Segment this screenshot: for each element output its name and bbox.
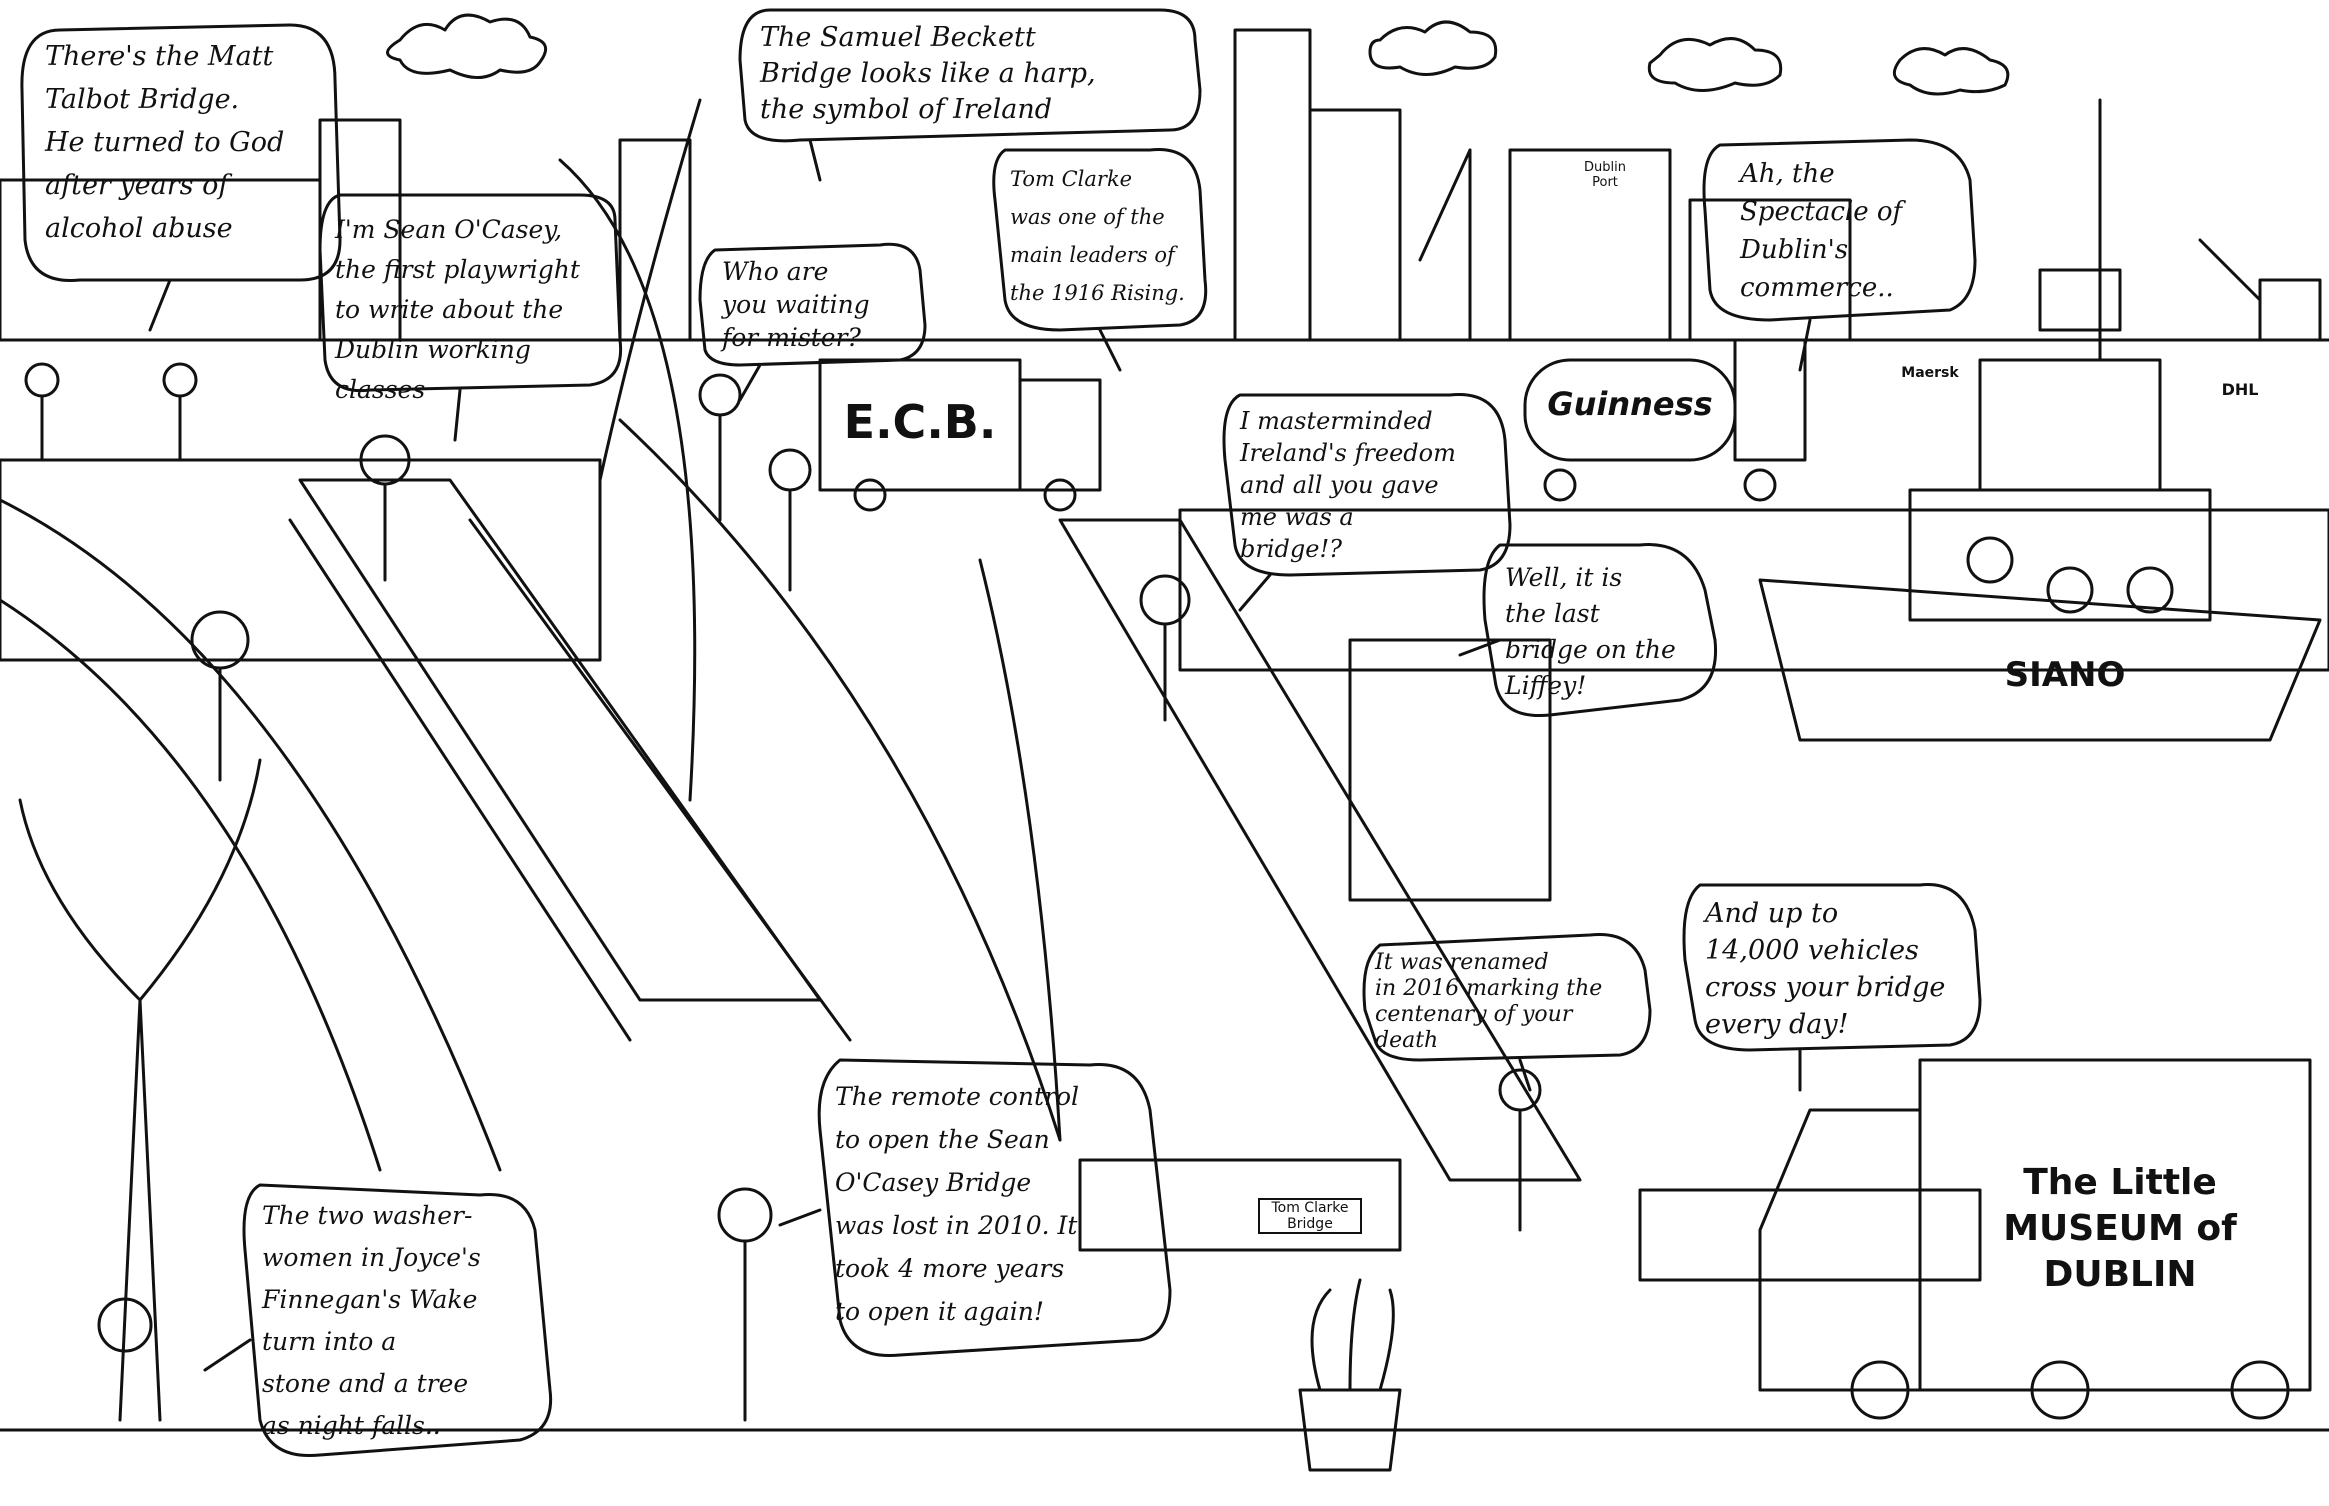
bubble-text-beckett: The Samuel Beckett Bridge looks like a h… bbox=[760, 22, 1096, 125]
bubble-text-ocasey: I'm Sean O'Casey, the first playwright t… bbox=[335, 215, 580, 404]
bubble-text-tom-clarke: Tom Clarke was one of the main leaders o… bbox=[1010, 167, 1185, 305]
ship-siano bbox=[1758, 98, 2322, 742]
truck-label-maersk: Maersk bbox=[1901, 365, 1959, 381]
bubble-text-last-bridge: Well, it is the last bridge on the Liffe… bbox=[1505, 563, 1676, 700]
truck-label-ecb: E.C.B. bbox=[843, 395, 997, 449]
tanker-label-guinness: Guinness bbox=[1547, 385, 1713, 423]
sign-tom-clarke-bridge: Tom Clarke Bridge bbox=[1258, 1198, 1362, 1234]
bubble-ocasey bbox=[318, 193, 623, 442]
van-label-museum: The Little MUSEUM of DUBLIN bbox=[2003, 1162, 2237, 1295]
matt-talbot-bridge bbox=[0, 498, 502, 1172]
bubble-text-spectacle: Ah, the Spectacle of Dublin's commerce.. bbox=[1740, 159, 1903, 303]
tree bbox=[18, 98, 702, 1422]
bubble-mastermind bbox=[1222, 393, 1512, 612]
samuel-beckett-bridge bbox=[558, 158, 1062, 1142]
guinness-tanker bbox=[1523, 338, 1807, 502]
bubble-remote bbox=[778, 1058, 1172, 1358]
bubble-washerwomen bbox=[203, 1183, 553, 1458]
speech-bubbles bbox=[20, 8, 1982, 1458]
bubble-text-vehicles: And up to 14,000 vehicles cross your bri… bbox=[1705, 898, 1946, 1040]
sean-ocasey-bridge bbox=[288, 478, 852, 1042]
bubble-beckett bbox=[738, 8, 1202, 182]
building-label-dublin-port: Dublin Port bbox=[1584, 160, 1626, 190]
quay-walls bbox=[0, 338, 2329, 1432]
truck-label-dhl: DHL bbox=[2221, 380, 2259, 399]
bubble-text-renamed: It was renamed in 2016 marking the cente… bbox=[1375, 950, 1603, 1053]
ship-name-siano: SIANO bbox=[2004, 655, 2126, 695]
bubble-spectacle bbox=[1702, 138, 1977, 372]
figures bbox=[24, 362, 1542, 1422]
bubble-text-mastermind: I masterminded Ireland's freedom and all… bbox=[1240, 407, 1456, 563]
flower-pot bbox=[1298, 1278, 1402, 1472]
bubble-text-remote: The remote control to open the Sean O'Ca… bbox=[835, 1082, 1080, 1326]
ecb-truck bbox=[818, 358, 1102, 512]
bubble-text-waiting: Who are you waiting for mister? bbox=[722, 257, 870, 352]
museum-van bbox=[1758, 1058, 2312, 1420]
bubble-vehicles bbox=[1682, 883, 1982, 1092]
bubble-matt-talbot bbox=[20, 23, 342, 332]
bubble-last-bridge bbox=[1458, 543, 1718, 718]
bubble-tom-clarke bbox=[992, 148, 1208, 372]
tom-clarke-bridge bbox=[1058, 518, 1582, 1182]
bubble-text-washerwomen: The two washer- women in Joyce's Finnega… bbox=[262, 1201, 481, 1440]
bubble-text-matt-talbot: There's the Matt Talbot Bridge. He turne… bbox=[45, 41, 285, 244]
clouds bbox=[386, 13, 2010, 96]
bubble-waiting bbox=[698, 242, 927, 402]
bubble-renamed bbox=[1362, 932, 1652, 1092]
